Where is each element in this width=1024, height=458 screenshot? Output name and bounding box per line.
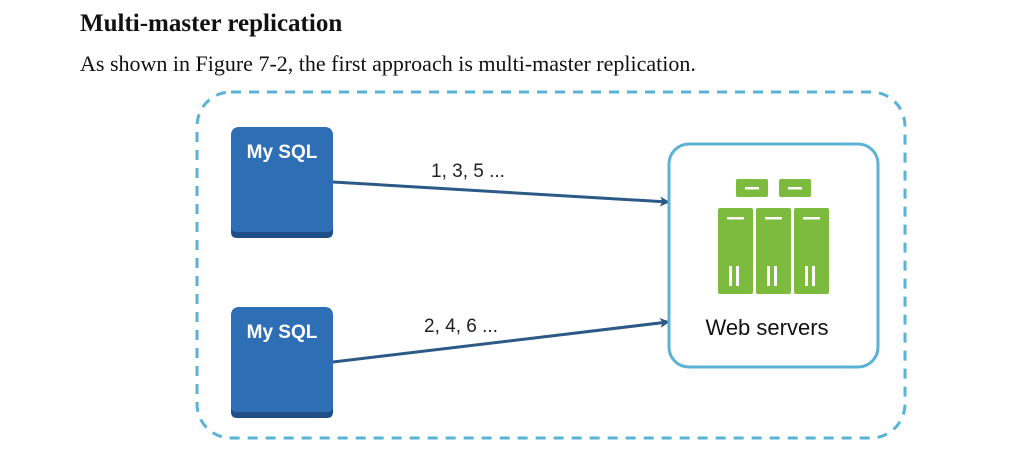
edge-label-1: 1, 3, 5 ...: [431, 161, 505, 182]
web-servers-label: Web servers: [705, 315, 828, 340]
server-rack-icon: [718, 179, 829, 294]
intro-paragraph: As shown in Figure 7-2, the first approa…: [80, 51, 696, 76]
section-heading: Multi-master replication: [80, 10, 343, 37]
database-label: My SQL: [247, 142, 318, 163]
replication-arrow-1: [332, 180, 670, 207]
mysql-database-2: My SQL: [231, 307, 333, 418]
diagram-frame: [195, 90, 907, 440]
database-label: My SQL: [247, 322, 318, 343]
web-servers-node: Web servers: [667, 142, 880, 369]
mysql-database-1: My SQL: [231, 127, 333, 238]
replication-arrow-2: [332, 317, 670, 364]
edge-label-2: 2, 4, 6 ...: [424, 316, 498, 337]
